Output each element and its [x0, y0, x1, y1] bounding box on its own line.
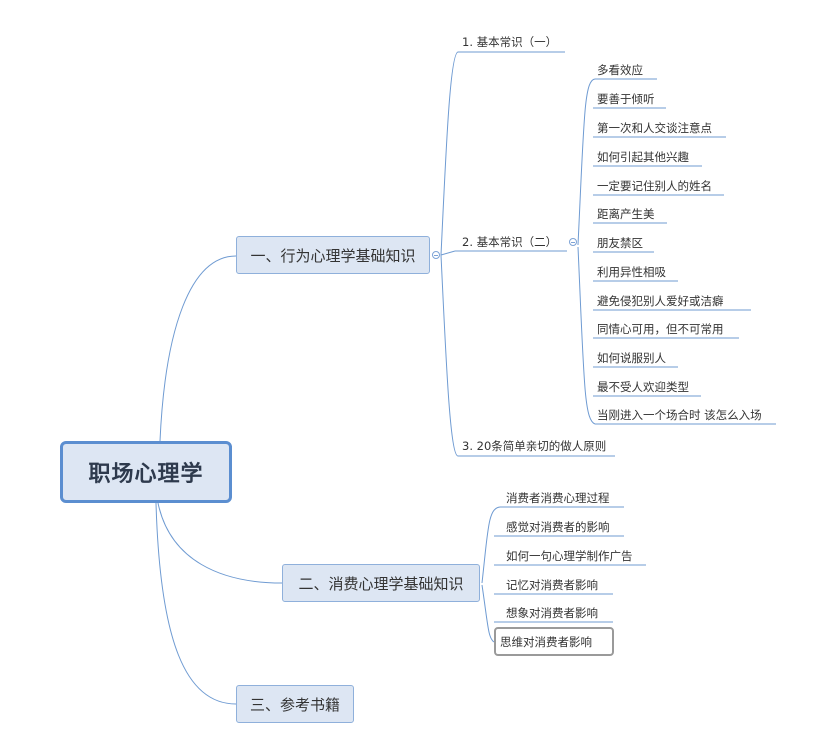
leaf-label: 如何引起其他兴趣	[597, 150, 689, 164]
branch-label: 二、消费心理学基础知识	[298, 574, 464, 593]
leaf-label: 同情心可用，但不可常用	[597, 322, 724, 336]
leaf-label: 消费者消费心理过程	[506, 491, 610, 505]
leaf-label: 第一次和人交谈注意点	[597, 121, 712, 135]
leaf-label: 当刚进入一个场合时 该怎么入场	[597, 408, 762, 422]
leaf-label: 思维对消费者影响	[500, 635, 592, 649]
link-branch2-leaves-top	[481, 506, 501, 584]
root-topic[interactable]: 职场心理学	[60, 441, 232, 503]
leaf-label: 如何一句心理学制作广告	[506, 549, 633, 563]
leaf-topic[interactable]: 消费者消费心理过程	[502, 490, 610, 507]
branch-label: 三、参考书籍	[249, 695, 340, 714]
leaf-topic[interactable]: 最不受人欢迎类型	[593, 379, 689, 396]
leaf-label: 避免侵犯别人爱好或洁癖	[597, 294, 724, 308]
branch-reference-books[interactable]: 三、参考书籍	[236, 685, 354, 723]
branch-behavioral-psychology[interactable]: 一、行为心理学基础知识	[236, 236, 430, 274]
link-branch2-leaves-bottom	[481, 584, 495, 643]
leaf-label: 想象对消费者影响	[506, 606, 598, 620]
leaf-topic[interactable]: 一定要记住别人的姓名	[593, 178, 712, 195]
leaf-label: 记忆对消费者影响	[506, 578, 598, 592]
leaf-topic[interactable]: 如何引起其他兴趣	[593, 149, 689, 166]
leaf-topic[interactable]: 第一次和人交谈注意点	[593, 120, 712, 137]
leaf-topic[interactable]: 避免侵犯别人爱好或洁癖	[593, 293, 724, 310]
root-topic-label: 职场心理学	[88, 462, 204, 487]
collapse-toggle-icon[interactable]	[432, 251, 440, 259]
leaf-topic[interactable]: 距离产生美	[593, 206, 655, 223]
branch-consumer-psychology[interactable]: 二、消费心理学基础知识	[282, 564, 480, 602]
link-sub2-leaves-bottom	[577, 246, 596, 425]
subtopic-label: 1. 基本常识（一）	[462, 35, 558, 49]
link-root-branch2	[157, 502, 283, 584]
subtopic-label: 3. 20条简单亲切的做人原则	[462, 439, 607, 453]
subtopic-label: 2. 基本常识（二）	[462, 235, 558, 249]
leaf-topic[interactable]: 想象对消费者影响	[502, 605, 598, 622]
leaf-topic[interactable]: 要善于倾听	[593, 91, 655, 108]
leaf-topic[interactable]: 感觉对消费者的影响	[502, 519, 610, 536]
link-branch1-sub1	[440, 51, 459, 256]
leaf-topic[interactable]: 利用异性相吸	[593, 264, 666, 281]
link-sub2-leaves-top	[577, 78, 596, 246]
leaf-label: 距离产生美	[597, 207, 655, 221]
link-root-branch3	[155, 502, 237, 705]
leaf-label: 多看效应	[597, 63, 643, 77]
branch-label: 一、行为心理学基础知识	[250, 246, 416, 265]
link-branch1-sub2	[440, 250, 456, 256]
leaf-topic[interactable]: 多看效应	[593, 62, 643, 79]
leaf-topic[interactable]: 如何一句心理学制作广告	[502, 548, 633, 565]
link-root-branch1	[159, 255, 237, 442]
leaf-label: 感觉对消费者的影响	[506, 520, 610, 534]
leaf-topic[interactable]: 如何说服别人	[593, 350, 666, 367]
leaf-label: 一定要记住别人的姓名	[597, 179, 712, 193]
leaf-topic[interactable]: 同情心可用，但不可常用	[593, 321, 724, 338]
leaf-topic[interactable]: 记忆对消费者影响	[502, 577, 598, 594]
collapse-toggle-icon[interactable]	[569, 238, 577, 246]
subtopic-basics-1[interactable]: 1. 基本常识（一）	[460, 34, 557, 51]
leaf-label: 如何说服别人	[597, 351, 666, 365]
leaf-topic-selected[interactable]: 思维对消费者影响	[494, 627, 614, 656]
leaf-label: 最不受人欢迎类型	[597, 380, 689, 394]
leaf-label: 朋友禁区	[597, 236, 643, 250]
subtopic-basics-2[interactable]: 2. 基本常识（二）	[460, 234, 557, 251]
link-branch1-sub3	[440, 254, 459, 457]
leaf-label: 利用异性相吸	[597, 265, 666, 279]
leaf-label: 要善于倾听	[597, 92, 655, 106]
leaf-topic[interactable]: 当刚进入一个场合时 该怎么入场	[593, 407, 762, 424]
leaf-topic[interactable]: 朋友禁区	[593, 235, 643, 252]
subtopic-principles[interactable]: 3. 20条简单亲切的做人原则	[460, 438, 606, 455]
